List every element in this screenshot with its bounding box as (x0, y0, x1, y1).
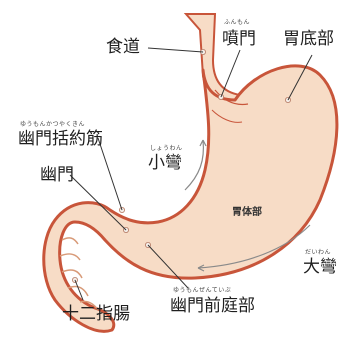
label-juunishichou: 十二指腸 (62, 304, 130, 324)
label-daiwan: 大彎 (303, 257, 337, 277)
label-funmon: 噴門 (222, 29, 256, 49)
ruby-showan: しょうわん (150, 145, 183, 152)
label-yumon-zenteibu: 幽門前庭部 (170, 296, 255, 316)
label-itebu: 胃底部 (283, 29, 334, 49)
ruby-funmon: ふんもん (224, 19, 250, 26)
ruby-yumon-katsuyakukin: ゆうもんかつやくきん (20, 120, 85, 128)
stomach-shape (44, 14, 337, 331)
label-shokudo: 食道 (106, 37, 140, 57)
label-itaibu: 胃体部 (232, 205, 262, 218)
label-showan: 小彎 (148, 153, 182, 173)
ruby-yumon-zenteibu: ゆうもんぜんていぶ (173, 287, 231, 294)
label-yumon-katsuyakukin: 幽門括約筋 (18, 129, 103, 149)
ruby-daiwan: だいわん (305, 249, 331, 256)
label-yumon: 幽門 (40, 165, 74, 185)
